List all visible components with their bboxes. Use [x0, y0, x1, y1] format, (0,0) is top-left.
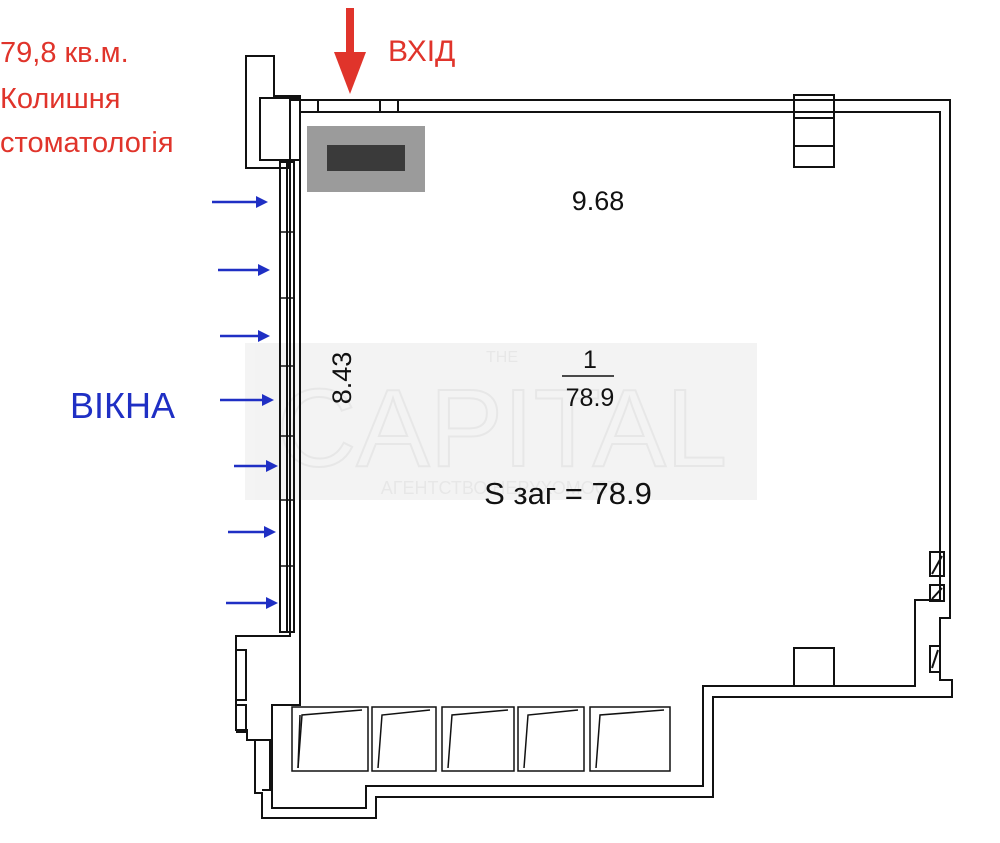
arrow-right-icon — [218, 264, 270, 276]
window-arrows — [212, 196, 278, 609]
depth-dimension: 8.43 — [327, 352, 357, 405]
total-area: S заг = 78.9 — [484, 476, 652, 511]
fixture-5 — [589, 706, 671, 772]
top-column — [793, 94, 835, 168]
arrow-right-icon — [234, 460, 278, 472]
window-dividers — [280, 231, 294, 567]
walls — [235, 55, 953, 819]
watermark-top: THE — [486, 349, 518, 366]
entrance-label: ВХІД — [388, 35, 455, 68]
bottom-column — [793, 647, 835, 687]
area-annotation: 79,8 кв.м. — [0, 37, 129, 69]
lower-left-ledge — [236, 649, 247, 701]
room-number: 1 — [583, 346, 597, 374]
fixture-1 — [291, 706, 369, 772]
arrow-right-icon — [212, 196, 268, 208]
fixture-4 — [517, 706, 585, 772]
bottom-fixtures — [291, 706, 671, 772]
arrow-right-icon — [228, 526, 276, 538]
entrance-block — [307, 126, 425, 192]
watermark: THE CAPITAL АГЕНТСТВО НЕРУХОМОСТІ — [245, 343, 757, 500]
fixture-2 — [371, 706, 437, 772]
width-dimension: 9.68 — [572, 186, 625, 216]
watermark-sub: АГЕНТСТВО НЕРУХОМОСТІ — [381, 478, 623, 498]
arrow-right-icon — [226, 597, 278, 609]
room-area: 78.9 — [566, 384, 615, 412]
watermark-main: CAPITAL — [277, 367, 727, 490]
entrance-column-inner — [259, 97, 301, 161]
fixture-3 — [441, 706, 515, 772]
vent-1 — [929, 551, 945, 577]
former-use-line2: стоматологія — [0, 127, 174, 159]
entrance-column — [245, 55, 301, 169]
arrow-right-icon — [220, 394, 274, 406]
windows-label: ВІКНА — [70, 385, 175, 426]
vent-2 — [929, 584, 945, 602]
arrow-down-icon — [334, 8, 366, 94]
former-use-line1: Колишня — [0, 83, 121, 115]
vent-3 — [929, 645, 941, 673]
arrow-right-icon — [220, 330, 270, 342]
